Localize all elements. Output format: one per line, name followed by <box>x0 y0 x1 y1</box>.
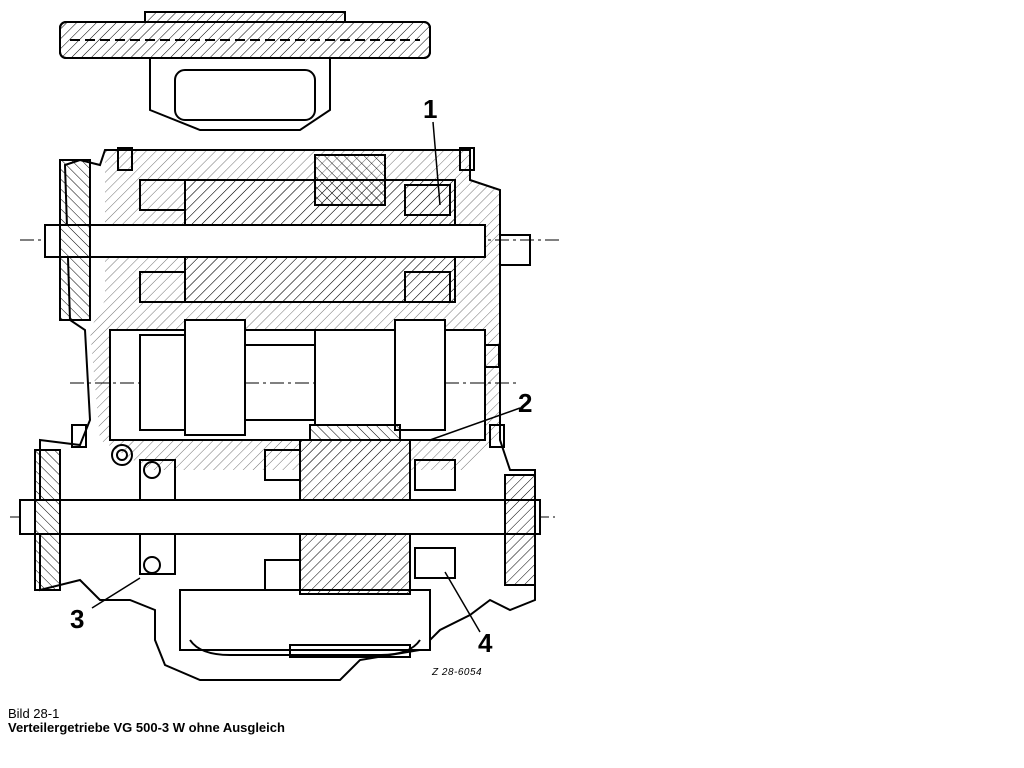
lower-output-shaft <box>10 439 555 595</box>
drawing-reference-code: Z 28-6054 <box>432 667 483 678</box>
upper-shaft <box>20 154 560 321</box>
callout-2: 2 <box>518 388 533 418</box>
callout-leader-lines <box>91 121 521 633</box>
callout-3: 3 <box>70 604 85 634</box>
callout-1: 1 <box>423 94 438 124</box>
housing-bolts <box>71 147 505 658</box>
top-cover <box>59 11 431 131</box>
gearbox-cross-section-drawing <box>10 11 560 681</box>
figure-title: Verteilergetriebe VG 500-3 W ohne Ausgle… <box>8 720 285 735</box>
figure-number: Bild 28-1 <box>8 706 60 721</box>
callout-4: 4 <box>478 628 493 658</box>
intermediate-shaft <box>70 319 520 441</box>
